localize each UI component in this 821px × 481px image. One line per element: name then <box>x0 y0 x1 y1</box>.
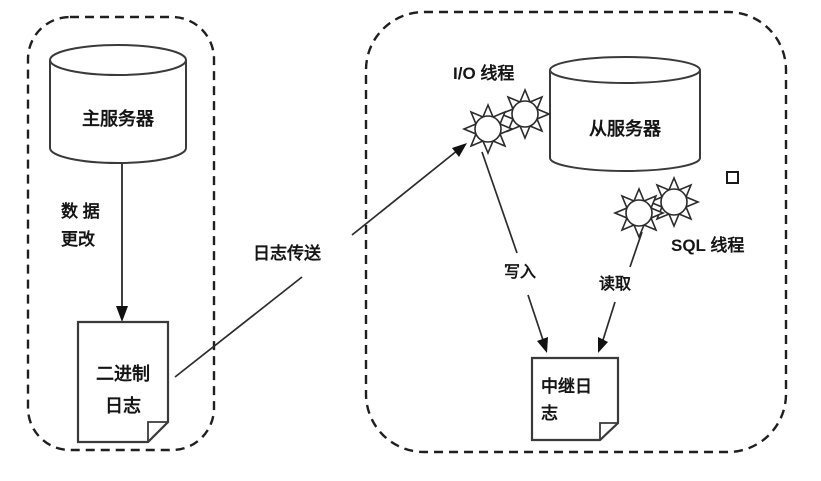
slave-region-border <box>364 10 788 454</box>
relay-log-label-line2: 志 <box>541 404 558 423</box>
binlog-label-line1: 二进制 <box>96 364 150 384</box>
log-transfer-arrow <box>174 143 467 378</box>
slave-database-cylinder-icon <box>549 56 701 172</box>
binlog-label-line2: 日志 <box>105 396 141 416</box>
data-change-arrow <box>116 164 128 322</box>
write-label: 写入 <box>504 264 537 281</box>
write-arrow <box>481 151 548 353</box>
master-database-cylinder-icon <box>49 44 187 164</box>
relay-log-label-line1: 中继日 <box>541 377 592 396</box>
io-thread-gears <box>463 89 550 154</box>
log-transfer-label: 日志传送 <box>253 244 321 263</box>
slave-server-label: 从服务器 <box>589 119 661 139</box>
sql-thread-label: SQL 线程 <box>671 236 745 255</box>
gear-icon <box>614 188 664 238</box>
gear-icon <box>463 104 513 154</box>
master-region-border <box>26 15 216 452</box>
gear-icon <box>649 177 699 227</box>
data-change-label-line1: 数 据 <box>61 202 100 221</box>
read-label: 读取 <box>599 276 632 293</box>
sql-thread-gears <box>614 177 699 238</box>
data-change-label-line2: 更改 <box>61 230 95 249</box>
relay-log-document-icon <box>530 356 620 442</box>
read-arrow <box>598 231 643 353</box>
master-server-label: 主服务器 <box>82 109 154 129</box>
io-thread-label: I/O 线程 <box>453 64 515 83</box>
binlog-document-icon <box>76 320 170 444</box>
small-square-marker <box>726 171 739 184</box>
